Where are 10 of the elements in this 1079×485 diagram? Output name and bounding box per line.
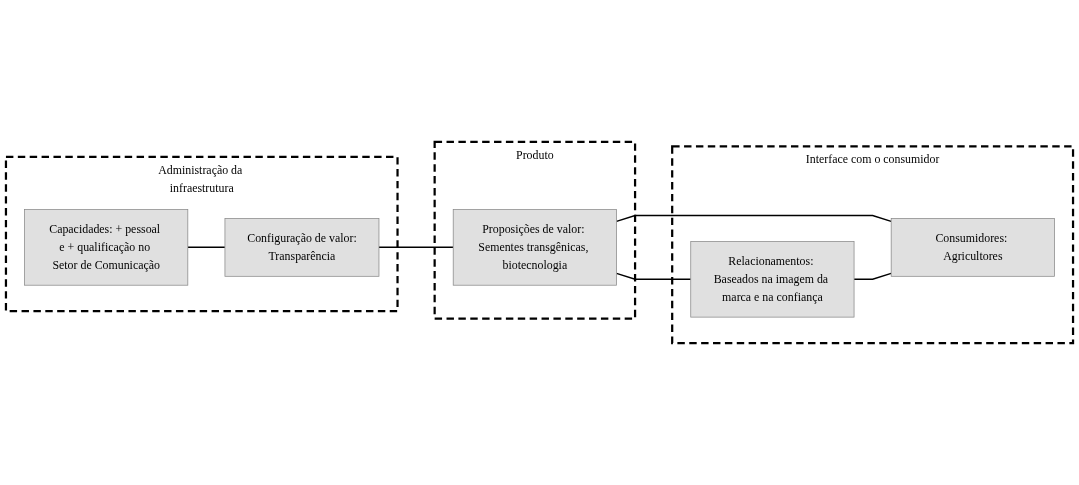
node-box: Capacidades: + pessoal e + qualificação no Setor de Comunicação xyxy=(24,209,189,286)
node-box: Configuração de valor: Transparência xyxy=(224,218,380,277)
node-box: Proposições de valor: Sementes transgênicas, biotecnologia xyxy=(452,209,617,286)
connector xyxy=(853,272,892,280)
connector xyxy=(187,246,226,249)
node-box: Relacionamentos: Baseados na imagem da marca e na confiança xyxy=(690,241,855,318)
connector xyxy=(615,272,692,280)
connector xyxy=(378,246,454,249)
connector xyxy=(615,214,892,223)
node-box: Consumidores: Agricultores xyxy=(890,218,1055,277)
